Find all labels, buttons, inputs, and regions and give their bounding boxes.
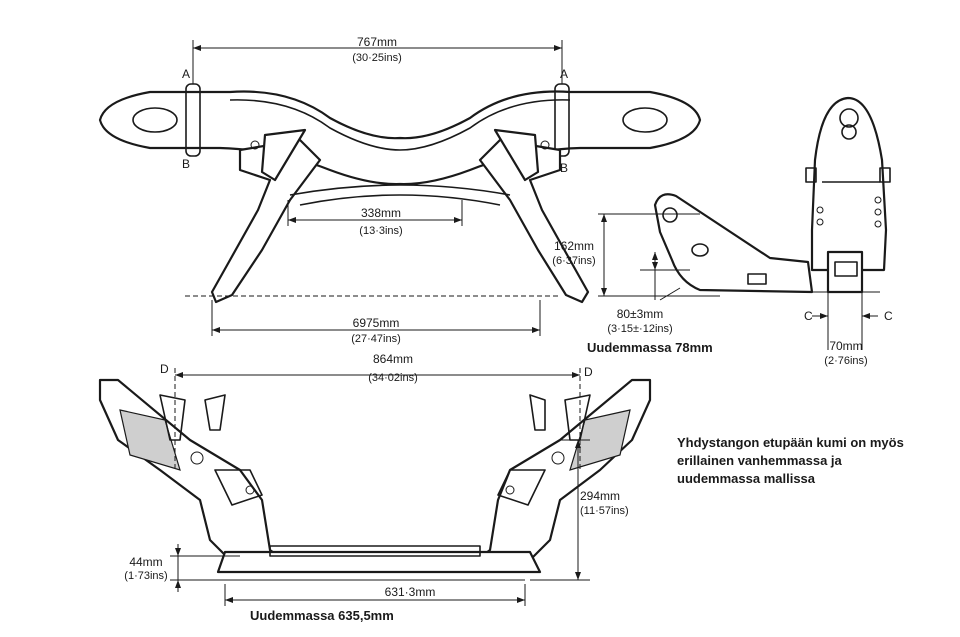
dim-162-ins: (6·37ins) — [552, 255, 595, 267]
dim-162 — [598, 213, 720, 297]
dim-80-mm: 80±3mm — [617, 307, 664, 321]
dim-338-mm: 338mm — [361, 206, 401, 220]
dim-44-mm: 44mm — [129, 555, 162, 569]
side-view-drawing — [653, 96, 891, 294]
dim-338 — [287, 200, 463, 226]
dim-294-ins: (11·57ins) — [580, 505, 629, 517]
label-a-left: A — [182, 67, 190, 81]
label-d-left: D — [160, 362, 169, 376]
label-d-right: D — [584, 365, 593, 379]
base-note: Uudemmassa 635,5mm — [250, 608, 394, 623]
bottom-view-drawing — [98, 378, 652, 581]
note-line-1: Yhdystangon etupään kumi on myös — [677, 435, 904, 450]
dim-70-ins: (2·76ins) — [824, 355, 867, 367]
dim-44 — [170, 544, 240, 592]
dim-70-mm: 70mm — [829, 339, 862, 353]
dim-6975-ins: (27·47ins) — [351, 333, 401, 345]
dim-6975 — [185, 295, 560, 336]
dim-294 — [530, 439, 590, 581]
dim-44-ins: (1·73ins) — [124, 570, 167, 582]
label-b-right: B — [560, 161, 568, 175]
dim-6975-mm: 6975mm — [353, 316, 400, 330]
note-line-2: erillainen vanhemmassa ja — [677, 453, 843, 468]
offset-note: Uudemmassa 78mm — [587, 340, 713, 355]
dim-80 — [640, 252, 690, 301]
label-c-right: C — [884, 309, 893, 323]
dim-767 — [192, 40, 563, 84]
dim-864-mm: 864mm — [373, 352, 413, 366]
dim-294-mm: 294mm — [580, 489, 620, 503]
dim-70 — [812, 292, 878, 350]
dim-80-ins: (3·15±·12ins) — [607, 323, 672, 335]
dim-864 — [174, 368, 581, 470]
label-a-right: A — [560, 67, 568, 81]
label-c-left: C — [804, 309, 813, 323]
dim-338-ins: (13·3ins) — [359, 225, 402, 237]
dim-162-mm: 162mm — [554, 239, 594, 253]
dim-767-mm: 767mm — [357, 35, 397, 49]
dim-767-ins: (30·25ins) — [352, 52, 402, 64]
label-b-left: B — [182, 157, 190, 171]
note-line-3: uudemmassa mallissa — [677, 471, 816, 486]
top-view-drawing — [98, 83, 702, 304]
dim-631 — [224, 584, 526, 606]
dim-631-mm: 631·3mm — [385, 585, 436, 599]
dim-864-ins: (34·02ins) — [368, 372, 418, 384]
